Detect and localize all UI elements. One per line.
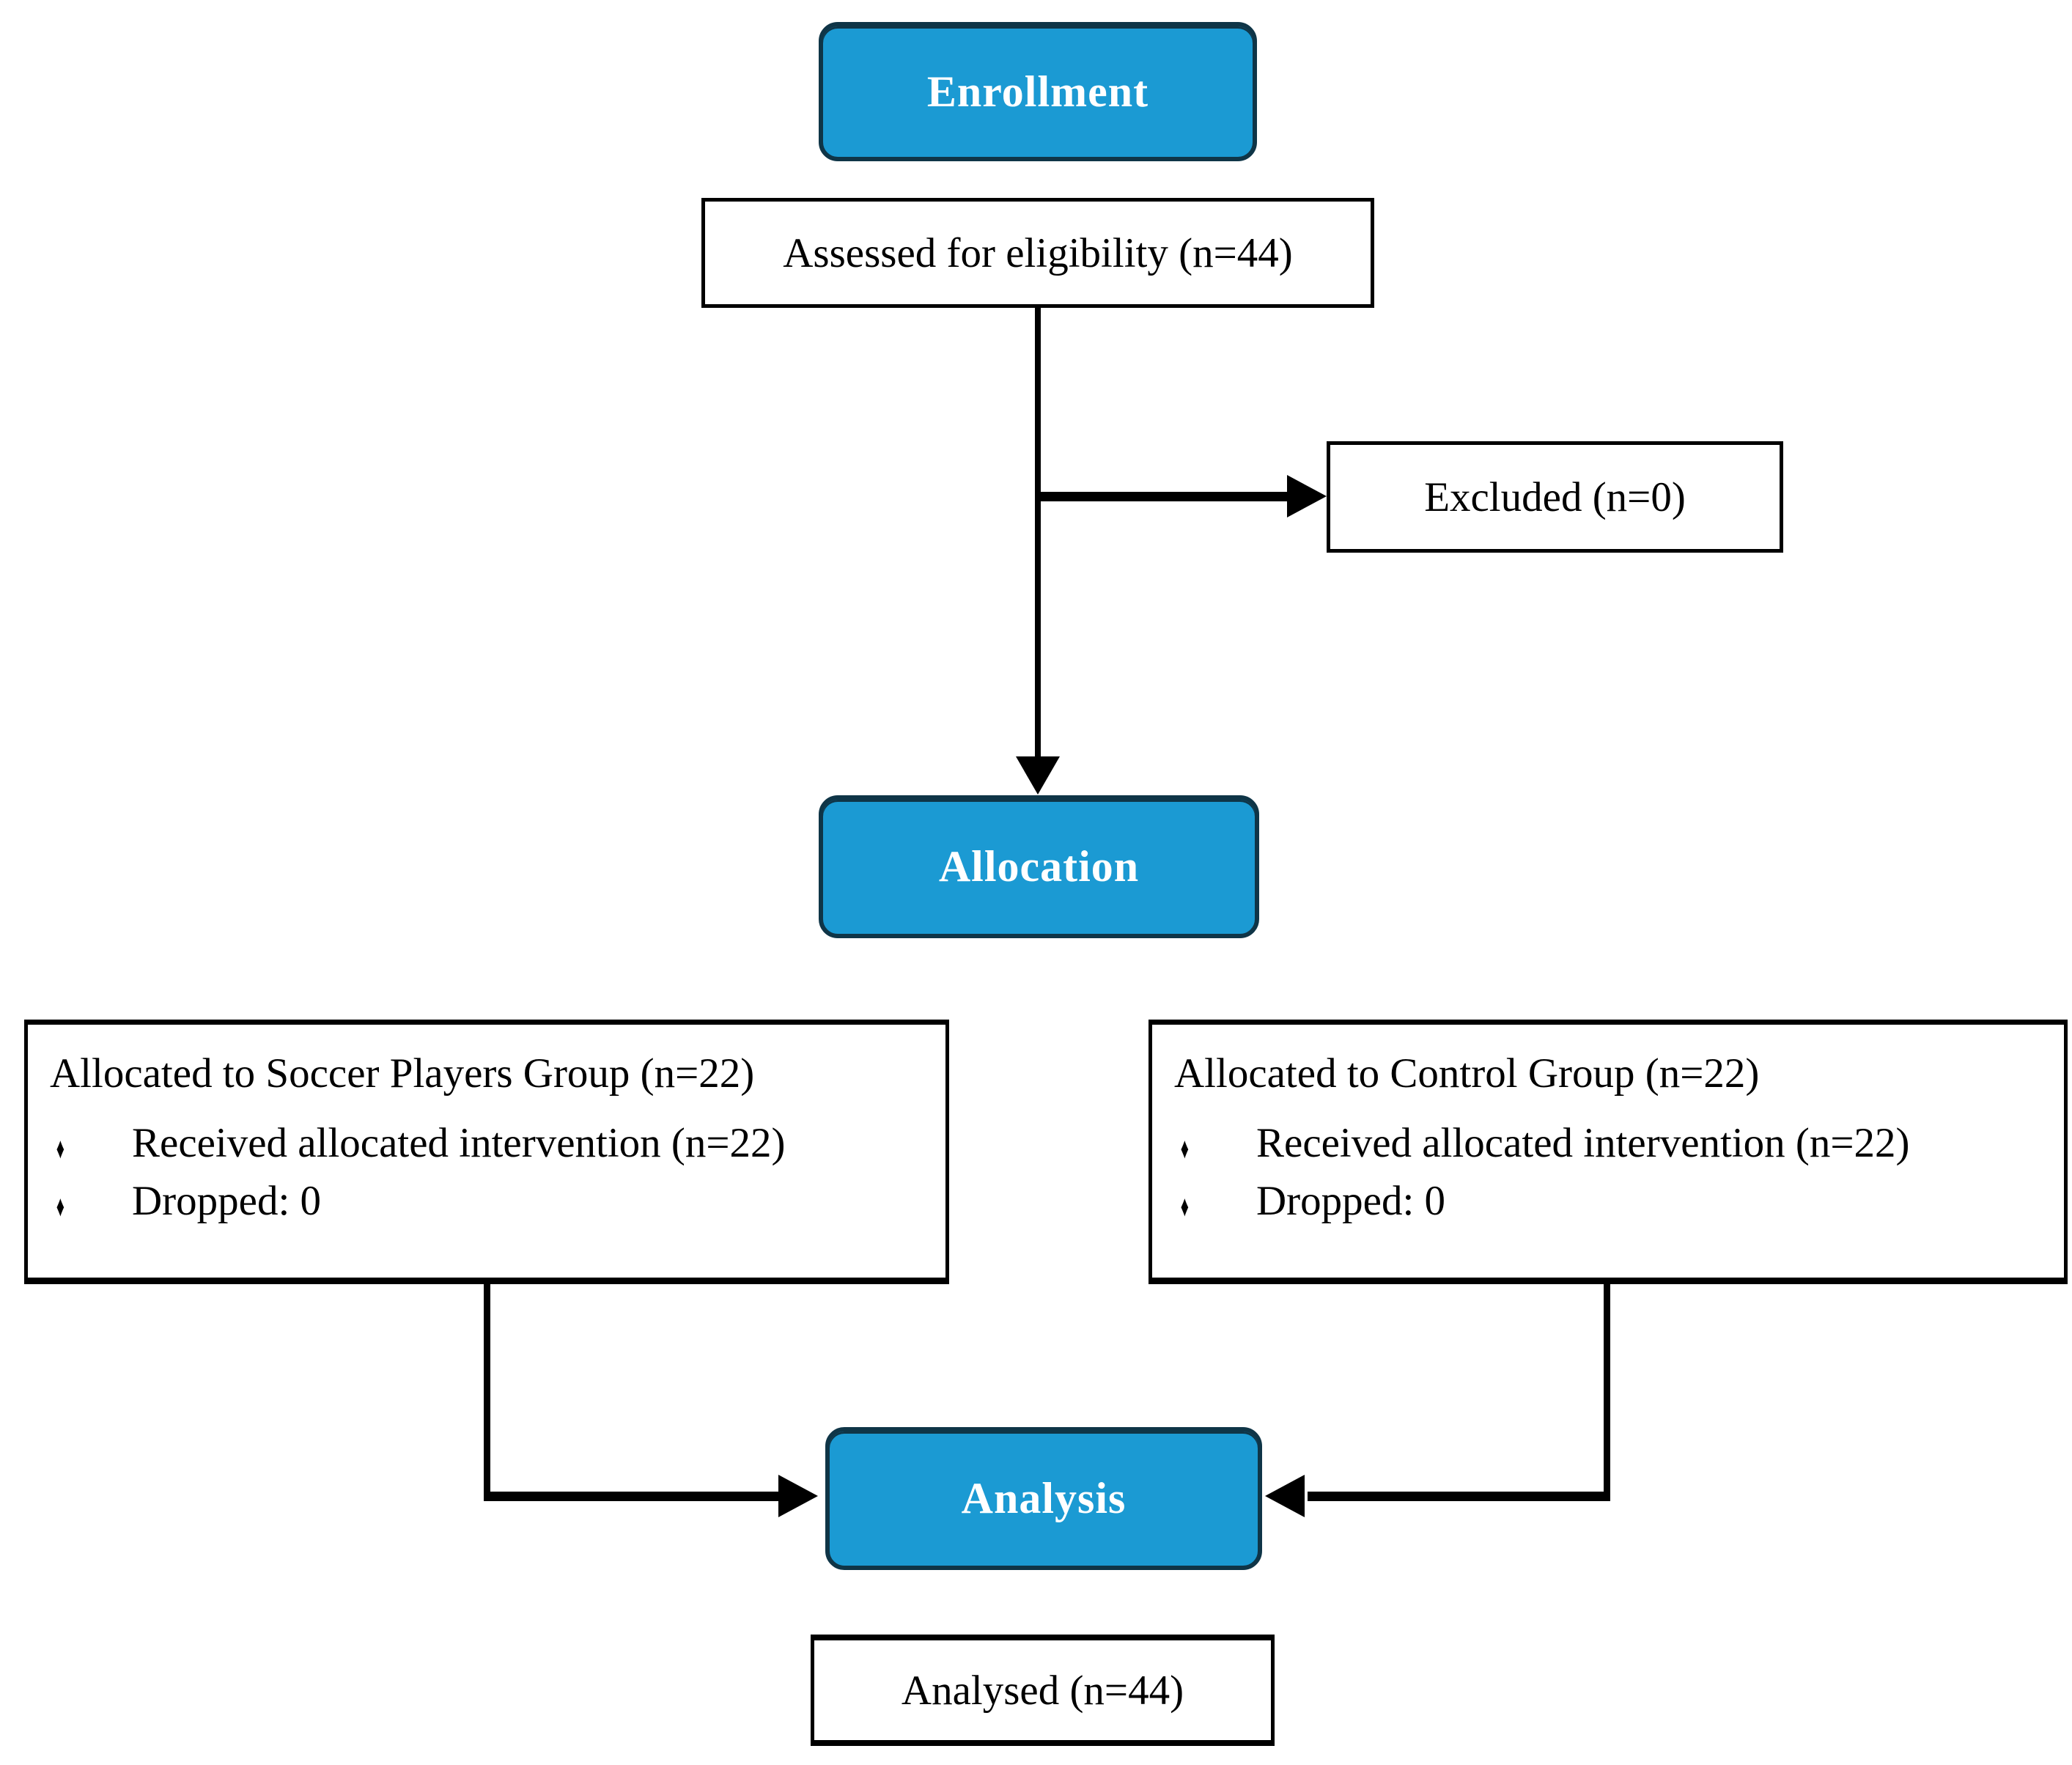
connector-soccer-to-analysis-line: [484, 1492, 780, 1501]
analysis-stage-box: Analysis: [825, 1427, 1262, 1570]
assessed-for-eligibility-box: Assessed for eligibility (n=44): [701, 198, 1374, 308]
soccer-bullet-item: ♦ Dropped: 0: [50, 1177, 932, 1225]
soccer-players-group-box: Allocated to Soccer Players Group (n=22)…: [24, 1020, 949, 1284]
assessed-for-eligibility-label: Assessed for eligibility (n=44): [783, 229, 1293, 276]
control-bullet-text: Received allocated intervention (n=22): [1256, 1120, 1910, 1166]
soccer-bullet-text: Dropped: 0: [132, 1178, 322, 1224]
soccer-group-title: Allocated to Soccer Players Group (n=22): [50, 1050, 755, 1097]
control-bullet-item: ♦ Dropped: 0: [1174, 1177, 2051, 1225]
diamond-bullet-icon: ♦: [56, 1190, 65, 1223]
control-bullet-text: Dropped: 0: [1256, 1178, 1446, 1224]
arrowhead-right-to-analysis-icon: [778, 1475, 818, 1517]
arrowhead-right-to-excluded-icon: [1287, 475, 1327, 517]
analysed-box: Analysed (n=44): [811, 1635, 1275, 1746]
arrowhead-down-to-allocation-icon: [1016, 756, 1060, 795]
connector-control-down-line: [1604, 1283, 1610, 1501]
soccer-bullet-item: ♦ Received allocated intervention (n=22): [50, 1119, 932, 1167]
analysis-stage-label: Analysis: [961, 1474, 1127, 1522]
analysed-label: Analysed (n=44): [901, 1667, 1184, 1714]
control-group-box: Allocated to Control Group (n=22) ♦ Rece…: [1149, 1020, 2068, 1284]
connector-control-to-analysis-line: [1308, 1492, 1610, 1501]
connector-soccer-down-line: [484, 1283, 490, 1501]
arrowhead-left-to-analysis-icon: [1265, 1475, 1305, 1517]
enrollment-stage-box: Enrollment: [819, 22, 1257, 161]
enrollment-stage-label: Enrollment: [926, 67, 1149, 116]
control-group-title: Allocated to Control Group (n=22): [1174, 1050, 1760, 1097]
allocation-stage-box: Allocation: [819, 795, 1259, 938]
connector-to-excluded-line: [1035, 492, 1288, 501]
allocation-stage-label: Allocation: [938, 842, 1140, 891]
excluded-label: Excluded (n=0): [1424, 474, 1686, 520]
excluded-box: Excluded (n=0): [1327, 441, 1783, 553]
soccer-bullet-text: Received allocated intervention (n=22): [132, 1120, 786, 1166]
diamond-bullet-icon: ♦: [1180, 1190, 1190, 1223]
control-bullet-item: ♦ Received allocated intervention (n=22): [1174, 1119, 2051, 1167]
diamond-bullet-icon: ♦: [1180, 1132, 1190, 1165]
connector-assessed-to-allocation-line: [1035, 306, 1041, 759]
diamond-bullet-icon: ♦: [56, 1132, 65, 1165]
